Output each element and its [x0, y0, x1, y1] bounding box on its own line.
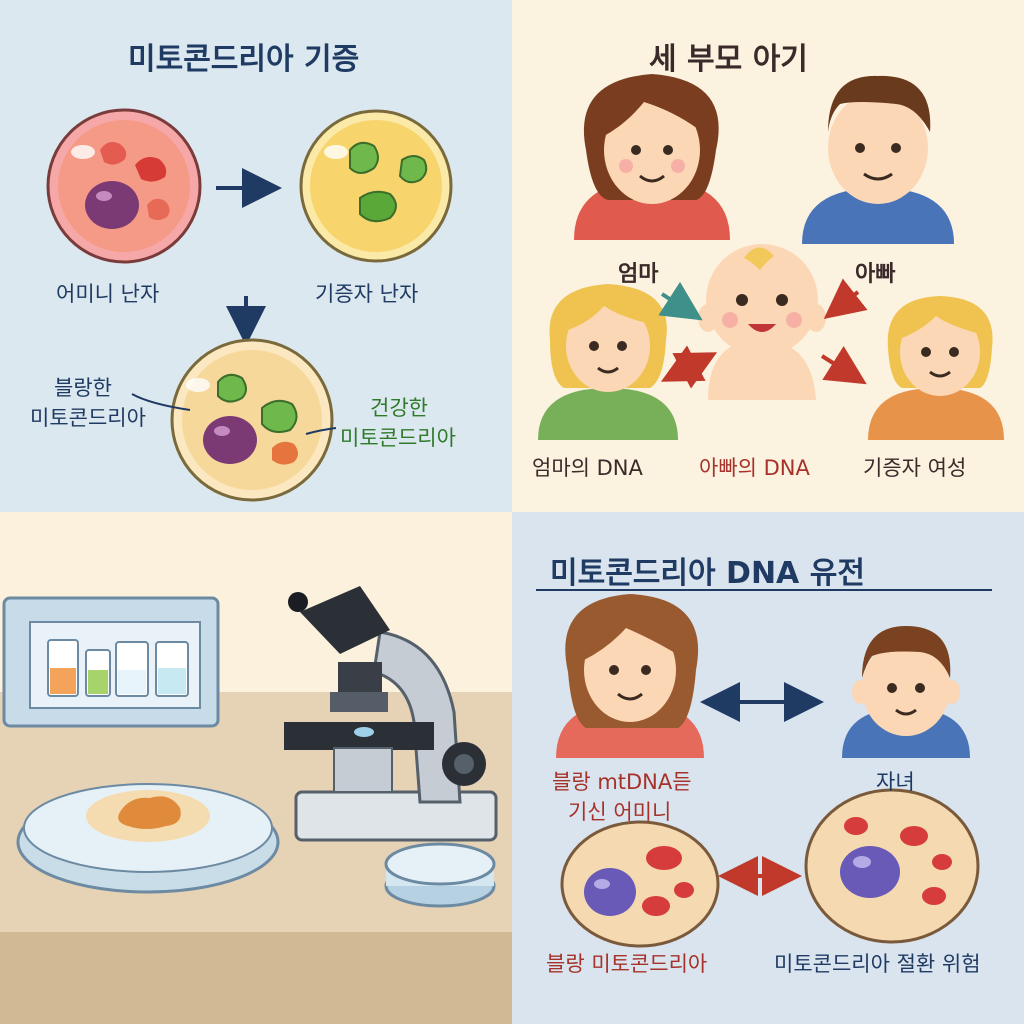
arrow-mom-to-baby [658, 281, 703, 321]
petri-dish-small [384, 842, 496, 908]
panel1-title: 미토콘드리아 기증 [128, 42, 360, 77]
arrow-baby-right [820, 346, 867, 385]
panel4-title: 미토콘드리아 DNA 유전 [550, 556, 865, 591]
unhealthy-label-2: 미토콘드리아 [30, 406, 146, 430]
donor-egg-label: 기증자 난자 [315, 282, 419, 306]
mom-label: 엄마 [618, 262, 659, 287]
healthy-label-1: 건강한 [370, 396, 428, 420]
microscope [284, 586, 498, 842]
mother-egg-cell [46, 108, 202, 264]
risk-label: 미토콘드리아 절환 위험 [774, 952, 981, 976]
lab-illustration [0, 512, 512, 1024]
mother-egg-label: 어미니 난자 [56, 282, 160, 306]
mom-dna-label: 엄마의 DNA [532, 456, 643, 480]
panel1-illustration [46, 108, 453, 502]
panel2-illustration [538, 74, 1004, 440]
donor-woman-right [868, 296, 1004, 440]
blonde-woman-left [538, 284, 678, 440]
arrow-baby-left [660, 345, 718, 389]
panel-lab-scene [0, 512, 512, 1024]
panel-three-parent-baby: 세 부모 아기 엄마 아빠 엄마의 DNA 아빠의 DNA 기증자 여성 [512, 0, 1024, 512]
panel-mtdna-inheritance: 미토콘드리아 DNA 유전 블랑 mtDNA듣 기신 어미니 자녀 블랑 미토콘… [512, 512, 1024, 1024]
panel4-illustration [536, 589, 992, 948]
mother-label-2: 기신 어미니 [568, 800, 672, 824]
child-label: 자녀 [876, 770, 915, 794]
unhealthy-label-1: 블랑한 [54, 376, 112, 400]
mother-label-1: 블랑 mtDNA듣 [552, 770, 692, 794]
mom-figure [574, 74, 730, 240]
dad-figure [802, 75, 954, 244]
donor-female-label: 기증자 여성 [863, 456, 967, 480]
baby-figure [698, 244, 826, 400]
unhealthy-mito-label: 블랑 미토콘드리아 [546, 952, 708, 976]
pointer-unhealthy [131, 393, 191, 411]
petri-dish-large [16, 783, 280, 894]
pointer-healthy [305, 427, 337, 435]
test-tube-rack [2, 596, 220, 728]
dad-label: 아빠 [855, 262, 896, 287]
dad-dna-label: 아빠의 DNA [699, 456, 810, 480]
unhealthy-cell-right [804, 788, 980, 944]
mother-figure [556, 594, 704, 758]
panel2-title: 세 부모 아기 [649, 42, 808, 77]
unhealthy-cell-left [560, 820, 720, 948]
panel-mitochondria-donation: 미토콘드리아 기증 어미니 난자 기증자 난자 블랑한 미토콘드리아 건강한 미… [0, 0, 512, 512]
healthy-label-2: 미토콘드리아 [340, 426, 456, 450]
result-egg-cell [170, 338, 334, 502]
child-figure [842, 626, 970, 758]
donor-egg-cell [299, 109, 453, 263]
arrow-dad-to-baby [823, 278, 868, 319]
